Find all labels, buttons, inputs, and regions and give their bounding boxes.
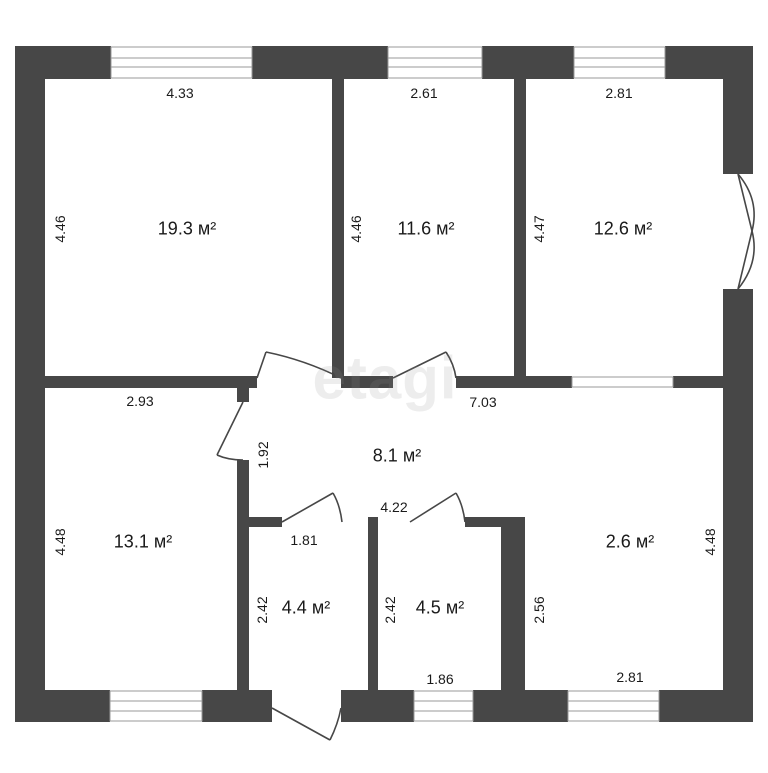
dim-bath2-width: 1.86 [426, 671, 454, 687]
dim-hall-height: 1.92 [255, 441, 271, 469]
windows [109, 46, 674, 722]
dim-living-width: 4.33 [166, 85, 194, 101]
doors [216, 173, 755, 741]
dim-kitchen-width: 2.81 [616, 669, 644, 685]
dim-kitchen-height: 4.48 [702, 528, 718, 556]
room-bath-1-area: 4.4 м² [281, 597, 331, 618]
room-bedroom-right-area: 12.6 м² [593, 218, 653, 239]
room-kitchen-area: 2.6 м² [605, 531, 655, 552]
dim-bath1-height: 2.42 [254, 596, 270, 624]
dim-left-top-width: 2.93 [126, 393, 154, 409]
dim-left-height: 4.48 [52, 528, 68, 556]
dim-living-height: 4.46 [52, 215, 68, 243]
dim-hall-width: 7.03 [469, 394, 497, 410]
room-left-area: 13.1 м² [113, 531, 173, 552]
dim-middle-width: 2.61 [410, 85, 438, 101]
room-hall-area: 8.1 м² [372, 445, 422, 466]
dim-bath1-width: 1.81 [290, 532, 318, 548]
room-bedroom-middle-area: 11.6 м² [397, 218, 455, 239]
dim-kitchen-inner-height: 2.56 [531, 596, 547, 624]
room-bath-2-area: 4.5 м² [415, 597, 465, 618]
dim-middle-height: 4.46 [348, 215, 364, 243]
dim-right-width: 2.81 [605, 85, 633, 101]
walls [15, 46, 753, 722]
room-living-area: 19.3 м² [157, 218, 217, 239]
watermark: etagi [312, 344, 458, 412]
dim-bath2-height: 2.42 [382, 596, 398, 624]
dim-right-height: 4.47 [531, 215, 547, 243]
dim-corridor-width: 4.22 [380, 499, 408, 515]
